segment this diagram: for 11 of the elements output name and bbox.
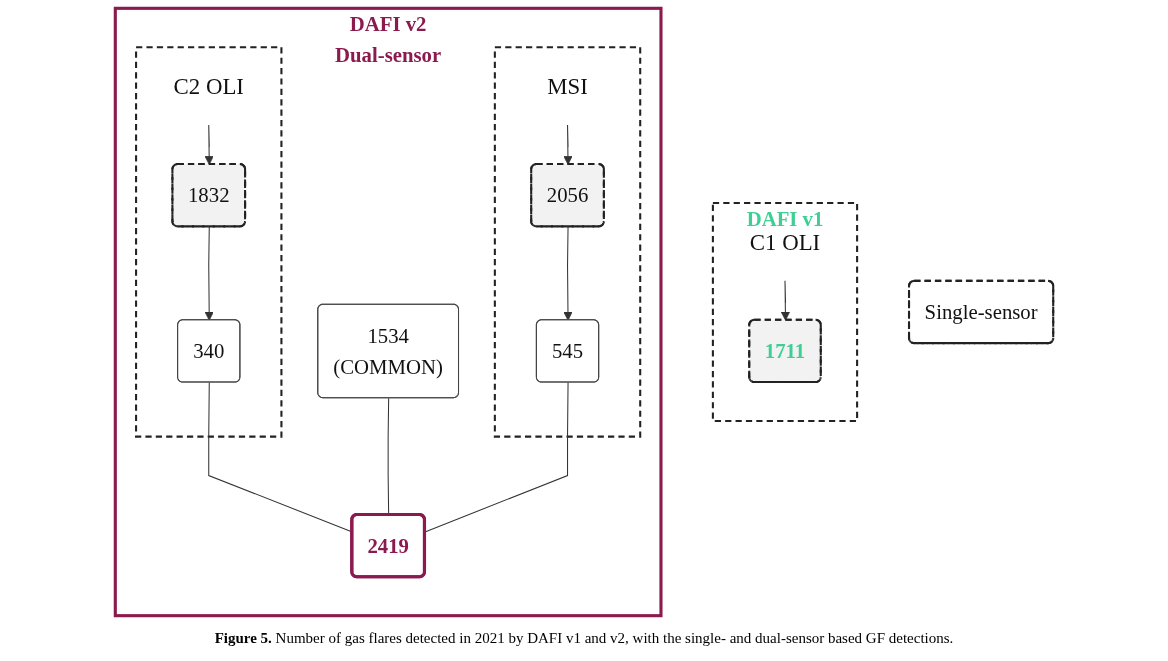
arrow [204,124,214,165]
arrow [563,226,573,321]
node-label: Dual-sensor [334,43,441,67]
node-text: C2 OLI [173,73,244,100]
figure-caption: Figure 5. Number of gas flares detected in 2021 by DAFI v1 and v2, with the single- and dual-sensor based GF detections. [213,629,955,648]
arrow [204,226,214,321]
node-text: C1 OLI [749,228,820,255]
node-text: MSI [546,73,588,100]
cluster [134,46,283,438]
cluster [493,46,641,438]
arrow [563,124,573,165]
